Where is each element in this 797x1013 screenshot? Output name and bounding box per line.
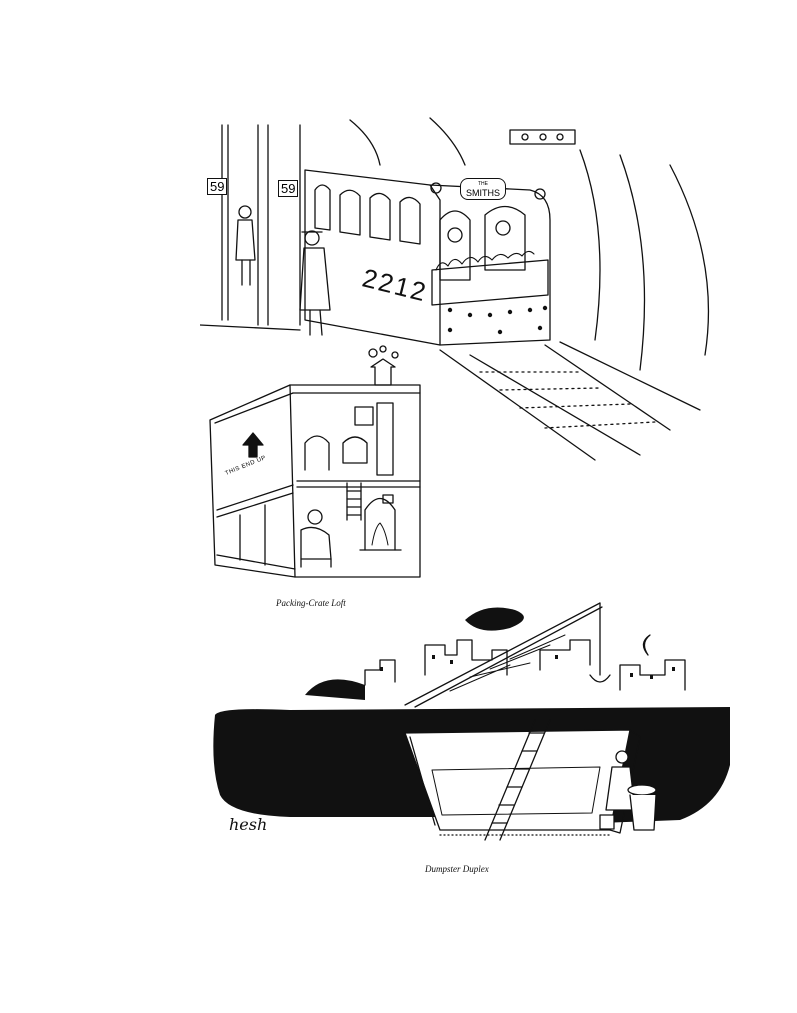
car-sign-top-text: THE xyxy=(478,181,488,187)
packing-crate-illustration xyxy=(205,345,430,585)
dumpster-illustration xyxy=(210,595,735,855)
platform-sign-left: 59 xyxy=(207,178,228,195)
dumpster-caption: Dumpster Duplex xyxy=(425,864,489,874)
platform-sign-right: 59 xyxy=(278,180,299,197)
car-sign-text: SMITHS xyxy=(466,188,501,198)
artist-signature: hesh xyxy=(229,815,268,834)
subway-car-illustration xyxy=(200,110,740,470)
crate-caption: Packing-Crate Loft xyxy=(276,598,346,608)
car-name-sign: THE SMITHS xyxy=(460,178,507,200)
